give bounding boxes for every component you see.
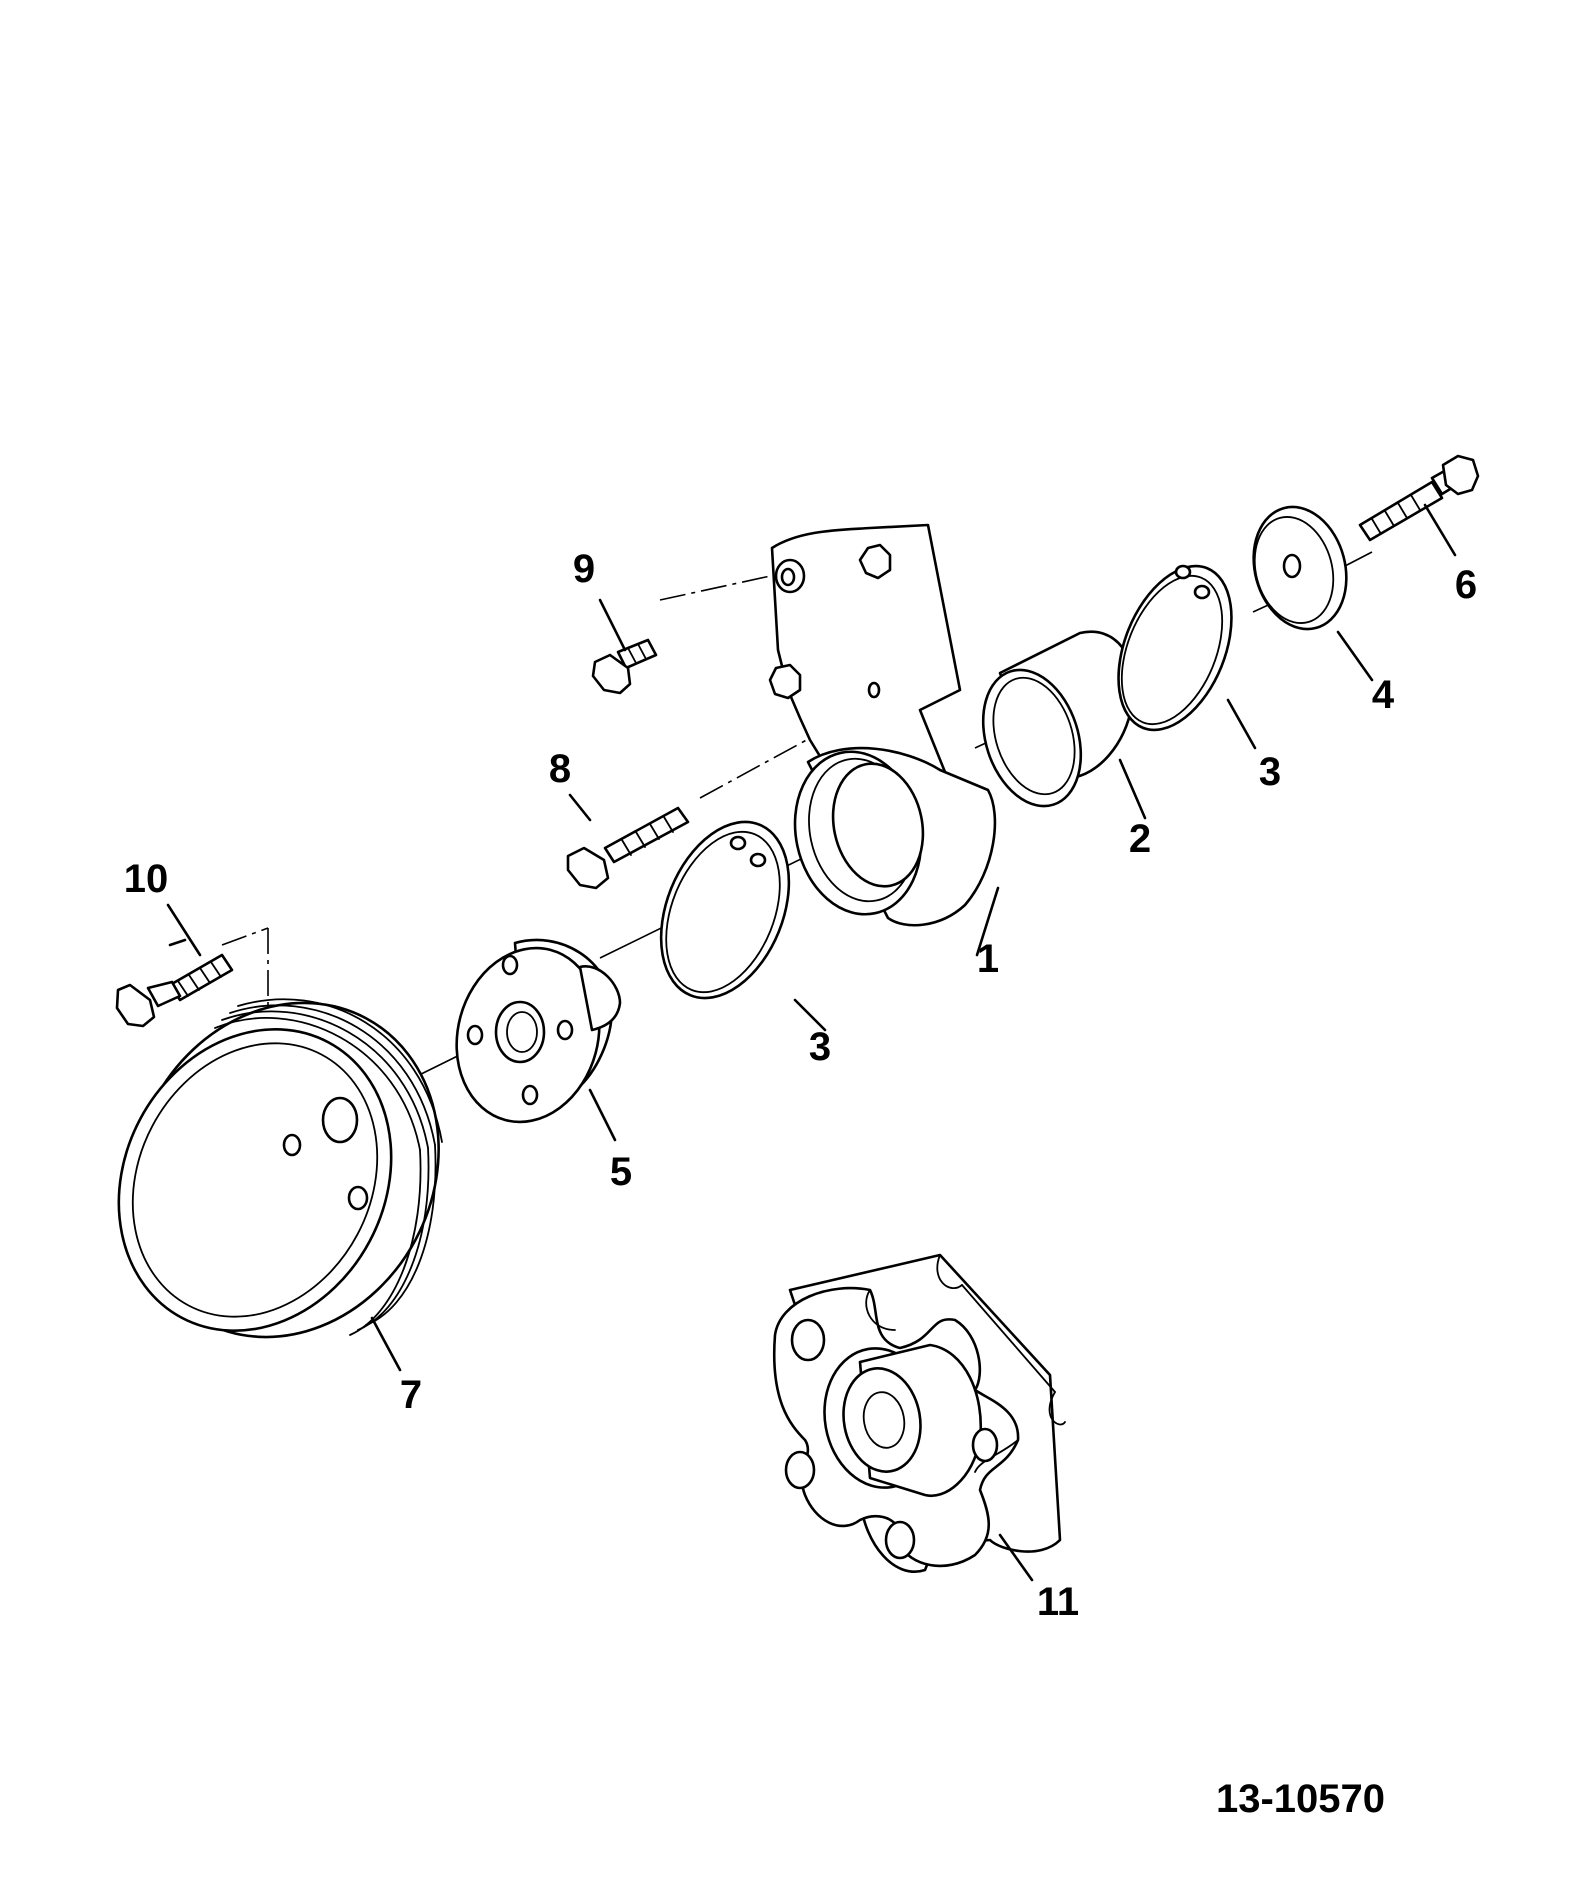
callout-7: 7 xyxy=(400,1373,422,1417)
part-11-coupling xyxy=(772,1253,1066,1573)
callout-1: 1 xyxy=(977,937,999,981)
part-8-bolt xyxy=(566,806,690,890)
part-4-washer xyxy=(1252,505,1348,631)
callout-5: 5 xyxy=(610,1150,632,1194)
callout-3-lower: 3 xyxy=(809,1025,831,1069)
callout-11: 11 xyxy=(1037,1580,1079,1624)
part-3-circlip-lower xyxy=(659,820,791,1000)
part-1-bracket xyxy=(768,523,997,927)
callout-9: 9 xyxy=(573,547,595,591)
part-2-bushing xyxy=(981,630,1135,808)
callout-6: 6 xyxy=(1455,563,1477,607)
part-7-pulley xyxy=(117,998,443,1339)
callout-3-upper: 3 xyxy=(1259,750,1281,794)
part-5-hub xyxy=(455,938,622,1124)
part-10-bolt xyxy=(115,953,234,1028)
callout-4: 4 xyxy=(1372,673,1395,717)
part-3-circlip-upper xyxy=(1117,564,1233,732)
callout-10: 10 xyxy=(124,857,169,901)
leader-lines xyxy=(166,503,1457,1582)
part-6-bolt xyxy=(1358,454,1480,542)
figure-number: 13-10570 xyxy=(1216,1777,1385,1821)
callout-2: 2 xyxy=(1129,817,1151,861)
callout-8: 8 xyxy=(549,747,571,791)
part-9-bolt xyxy=(591,638,658,695)
callout-labels: 1 2 3 3 4 5 6 7 8 9 10 11 13-10570 xyxy=(124,547,1477,1821)
